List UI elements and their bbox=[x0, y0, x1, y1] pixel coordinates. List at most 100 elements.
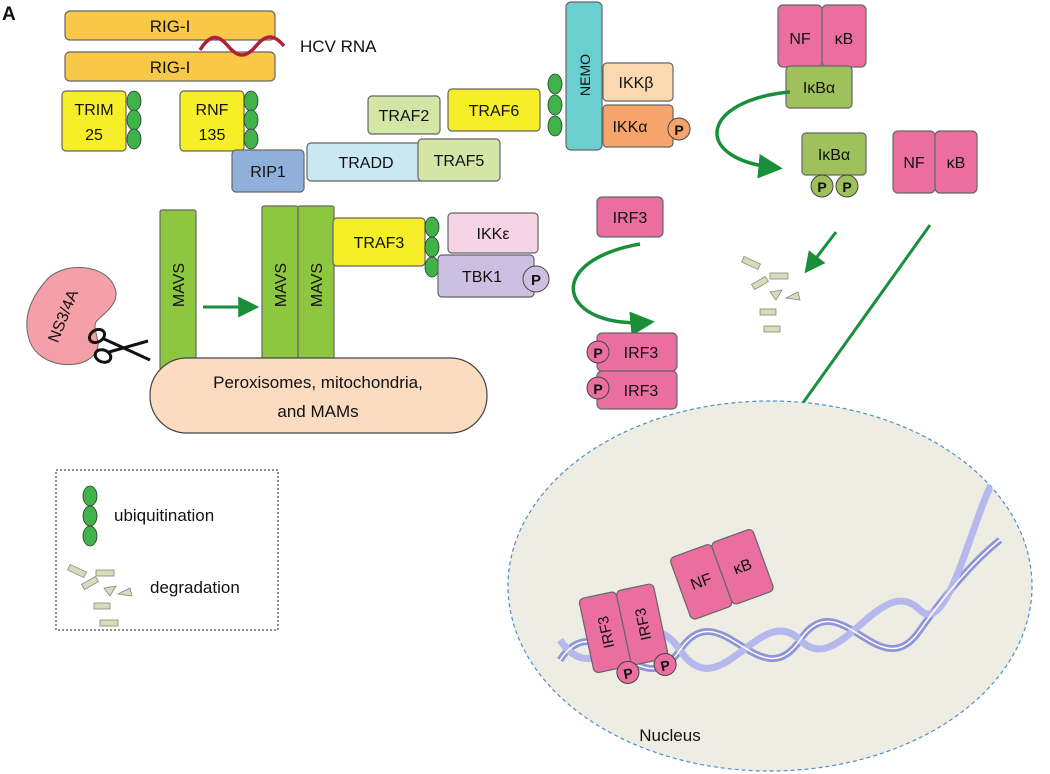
ikba-label: IκBα bbox=[803, 80, 835, 97]
irf3-box bbox=[596, 196, 664, 238]
ikka-label: IKKα bbox=[612, 119, 647, 136]
irf3-label: IRF3 bbox=[595, 614, 618, 649]
ikba-box bbox=[785, 65, 853, 109]
legend-ubiquitination-label: ubiquitination bbox=[114, 506, 214, 525]
ubiquitin-icon bbox=[547, 73, 563, 95]
membrane-label-2: and MAMs bbox=[277, 402, 358, 421]
degradation-fragments-icon bbox=[67, 563, 133, 627]
mavs-label: MAVS bbox=[273, 263, 290, 307]
nemo-label: NEMO bbox=[577, 54, 593, 96]
nfkb-dna-complex: NF κB bbox=[670, 529, 774, 620]
phosphate-label: P bbox=[593, 381, 602, 397]
rnf135-group: RNF 135 bbox=[179, 90, 259, 152]
tradd-label: TRADD bbox=[338, 155, 393, 172]
ubiquitin-icon bbox=[126, 90, 142, 112]
phosphate-icon bbox=[616, 660, 640, 684]
traf5-box bbox=[417, 138, 501, 182]
irf3-label: IRF3 bbox=[624, 345, 659, 362]
ikba-label: IκBα bbox=[818, 147, 850, 164]
phosphate-icon bbox=[586, 340, 610, 364]
traf2-label: TRAF2 bbox=[379, 108, 430, 125]
irf3-free: IRF3 bbox=[596, 196, 664, 238]
kb-subunit bbox=[711, 529, 774, 605]
rnf135-label-2: 135 bbox=[199, 127, 226, 144]
free-nfkb: NF κB bbox=[892, 130, 978, 194]
ubiquitin-icon bbox=[547, 94, 563, 116]
ubiquitin-icon bbox=[424, 236, 440, 258]
mavs-label: MAVS bbox=[309, 263, 326, 307]
scissors-icon bbox=[87, 327, 151, 364]
ubiquitin-icon bbox=[424, 256, 440, 278]
irf3-label: IRF3 bbox=[632, 606, 655, 641]
nfkb-ikba-complex: NF κB IκBα bbox=[777, 4, 867, 109]
nucleus-label: Nucleus bbox=[639, 726, 700, 745]
organelle-membrane bbox=[149, 357, 488, 434]
trim25-label-2: 25 bbox=[85, 127, 103, 144]
nf-label: NF bbox=[789, 31, 811, 48]
legend-frame bbox=[55, 469, 279, 631]
traf6-label: TRAF6 bbox=[469, 103, 520, 120]
irf3-label: IRF3 bbox=[613, 210, 648, 227]
membrane-group: MAVS MAVS MAVS Peroxisomes, mitochondria… bbox=[149, 205, 488, 434]
mavs-label: MAVS bbox=[171, 263, 188, 307]
irf3-dna-dimer: IRF3 IRF3 P P bbox=[578, 583, 677, 684]
irf3-box bbox=[616, 583, 669, 666]
hcv-rna-label: HCV RNA bbox=[300, 37, 377, 56]
kb-label: κB bbox=[947, 155, 966, 172]
phosphate-label: P bbox=[842, 179, 851, 195]
ubiquitin-icon bbox=[82, 485, 98, 507]
legend-degradation-label: degradation bbox=[150, 578, 240, 597]
phosphate-icon bbox=[522, 265, 550, 293]
ubiquitin-icon bbox=[243, 90, 259, 112]
phosphate-icon bbox=[810, 174, 834, 198]
ubiquitin-icon bbox=[82, 525, 98, 547]
phosphate-label: P bbox=[593, 345, 602, 361]
irf3-label: IRF3 bbox=[624, 383, 659, 400]
phosphate-icon bbox=[667, 117, 691, 141]
ikk-complex: NEMO IKKβ IKKα P bbox=[547, 1, 691, 151]
phosphate-label: P bbox=[659, 657, 671, 675]
rip1-box bbox=[231, 149, 305, 193]
trim25-group: TRIM 25 bbox=[61, 90, 142, 152]
hcv-rna-strand bbox=[198, 35, 286, 57]
nf-label: NF bbox=[903, 155, 925, 172]
ubiquitin-icon bbox=[243, 109, 259, 131]
tbk1-label: TBK1 bbox=[462, 269, 502, 286]
ubiquitin-icon bbox=[243, 128, 259, 150]
ns34a-protease: NS3/4A bbox=[26, 266, 117, 366]
traf3-label: TRAF3 bbox=[354, 235, 405, 252]
phosphate-icon bbox=[586, 376, 610, 400]
traf-complex: TRAF2 TRAF6 RIP1 TRADD TRAF5 bbox=[231, 88, 541, 193]
ikba-box bbox=[801, 132, 867, 176]
ikkb-box bbox=[602, 62, 674, 102]
rnf135-label-1: RNF bbox=[196, 102, 229, 119]
degradation-arrow bbox=[804, 231, 838, 274]
membrane-label-1: Peroxisomes, mitochondria, bbox=[213, 373, 423, 392]
phosphate-label: P bbox=[674, 122, 683, 138]
ikba-phosphorylation-arrow bbox=[715, 90, 791, 179]
ikke-label: IKKε bbox=[477, 226, 510, 243]
rig-i-box-bottom bbox=[64, 51, 276, 82]
rig-i-group: RIG-I RIG-I HCV RNA bbox=[64, 10, 377, 82]
ubiquitin-icon bbox=[424, 216, 440, 238]
phosphate-icon bbox=[835, 174, 859, 198]
panel-label: A bbox=[2, 4, 16, 25]
ubiquitin-icon bbox=[547, 115, 563, 137]
ns34a-blob bbox=[26, 266, 117, 366]
trim25-box bbox=[61, 90, 127, 152]
irf3-phosphorylation-arrow bbox=[571, 242, 655, 336]
kb-label: κB bbox=[835, 31, 854, 48]
phosphate-label: P bbox=[817, 179, 826, 195]
traf5-label: TRAF5 bbox=[434, 153, 485, 170]
phosphate-label: P bbox=[622, 665, 634, 683]
ubiquitin-icon bbox=[82, 505, 98, 527]
legend-box: ubiquitination degradation bbox=[55, 469, 279, 631]
degradation-fragments-icon bbox=[741, 255, 801, 333]
phosphate-label: P bbox=[531, 272, 541, 289]
nemo-box bbox=[565, 1, 603, 151]
irf3-phosphorylated-dimer: IRF3 IRF3 P P bbox=[586, 332, 678, 410]
nucleus: Nucleus IRF3 IRF3 P P NF κB bbox=[507, 400, 1033, 772]
phospho-ikba: IκBα P P bbox=[801, 132, 867, 198]
phosphate-icon bbox=[653, 653, 677, 677]
traf2-box bbox=[367, 95, 441, 135]
